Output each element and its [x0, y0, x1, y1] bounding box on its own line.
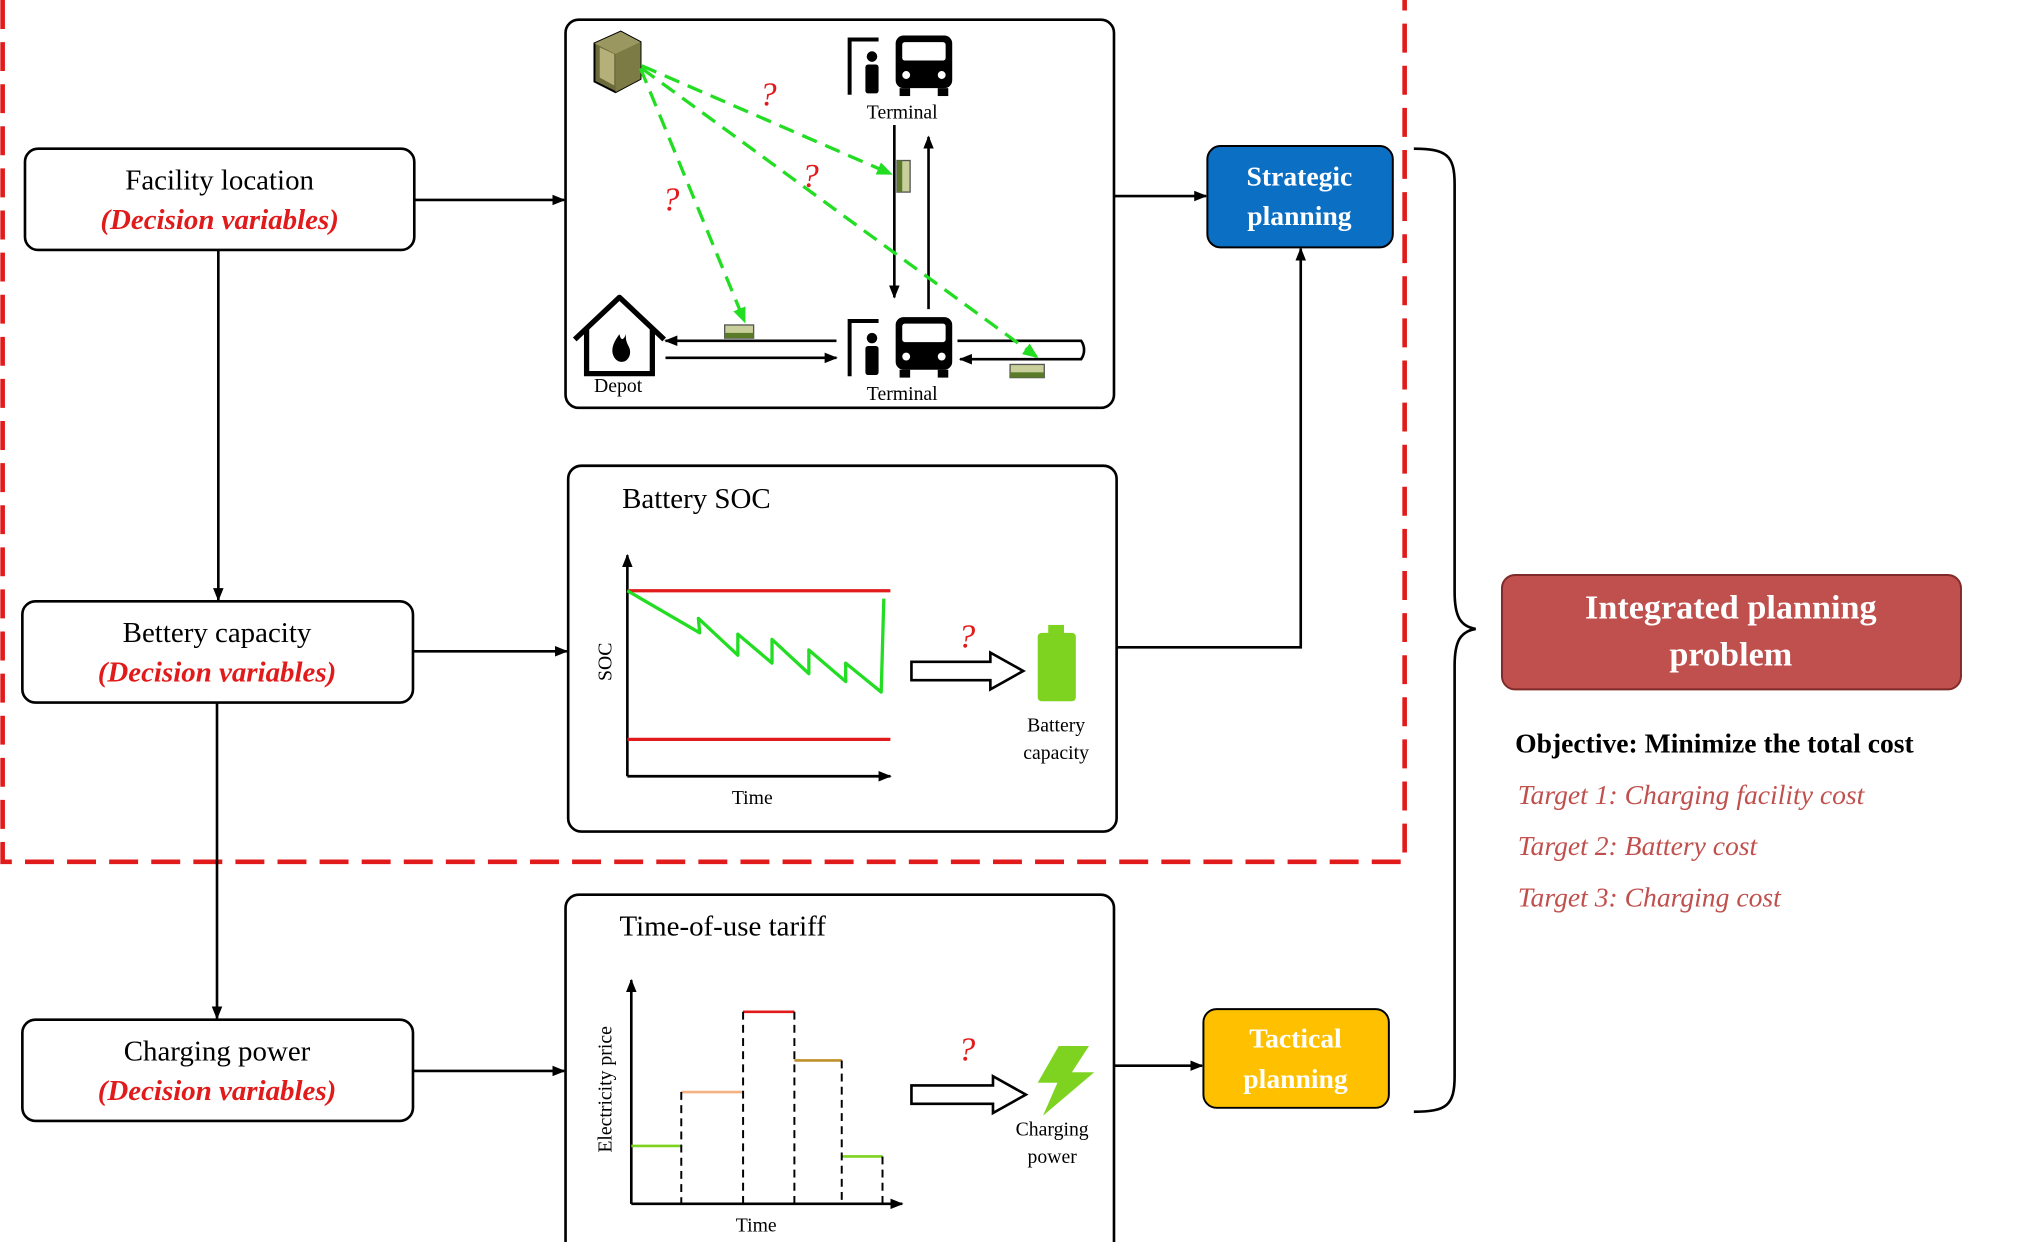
battery-capacity-label-line1: Battery — [1027, 715, 1085, 737]
arrow-soc-to-strategic — [1116, 247, 1307, 649]
integrated-label-line2: problem — [1669, 637, 1792, 674]
target-item: Target 1: Charging facility cost — [1518, 779, 1866, 810]
terminal-bottom-icon — [847, 317, 953, 378]
question-mark: ? — [958, 618, 975, 655]
terminal-bottom-label: Terminal — [867, 383, 938, 405]
question-mark: ? — [802, 158, 819, 195]
target-item: Target 3: Charging cost — [1518, 881, 1782, 912]
tariff-panel: Time-of-use tariff Electricity price Tim… — [564, 893, 1116, 1242]
tariff-x-axis-label: Time — [736, 1214, 777, 1236]
tariff-y-axis-label: Electricity price — [595, 1026, 617, 1153]
depot-icon — [572, 294, 666, 377]
charging-facility-supply-icon — [593, 30, 642, 94]
battery-capacity-box: Bettery capacity (Decision variables) — [21, 599, 415, 704]
tactical-label-line1: Tactical — [1249, 1022, 1342, 1053]
route-loop — [957, 339, 1086, 365]
terminal-top-icon — [847, 35, 953, 97]
charging-power-label-line1: Charging — [1016, 1118, 1089, 1140]
candidate-link-terminal — [641, 64, 893, 176]
charging-power-subtitle: (Decision variables) — [98, 1075, 337, 1107]
depot-label: Depot — [594, 375, 643, 397]
integrated-label-line1: Integrated planning — [1585, 589, 1877, 626]
objective-heading: Objective: Minimize the total cost — [1515, 728, 1914, 759]
question-mark: ? — [662, 182, 679, 219]
facility-location-box: Facility location (Decision variables) — [23, 147, 416, 252]
battery-icon — [1037, 624, 1076, 702]
grouping-brace — [1413, 147, 1476, 1114]
strategic-scope-frame — [0, 0, 1407, 865]
hollow-arrow — [910, 1073, 1029, 1116]
strategic-label-line2: planning — [1247, 200, 1352, 231]
charger-candidate-icon — [896, 159, 911, 193]
charging-power-title: Charging power — [124, 1035, 311, 1067]
tariff-panel-title: Time-of-use tariff — [619, 910, 826, 942]
charger-candidate-icon — [1009, 363, 1045, 379]
soc-x-axis-label: Time — [732, 787, 773, 809]
battery-capacity-title: Bettery capacity — [123, 617, 312, 649]
target-item: Target 2: Battery cost — [1518, 830, 1759, 861]
tactical-label-line2: planning — [1243, 1063, 1348, 1094]
network-panel: Terminal Terminal Depot — [564, 18, 1116, 410]
terminal-top-label: Terminal — [867, 101, 938, 123]
soc-y-axis-label: SOC — [595, 643, 617, 681]
strategic-label-line1: Strategic — [1247, 161, 1353, 192]
charger-candidate-icon — [724, 324, 755, 339]
candidate-link-depot — [638, 67, 746, 324]
strategic-planning-box: Strategic planning — [1206, 145, 1394, 249]
question-mark: ? — [760, 76, 777, 113]
charging-power-box: Charging power (Decision variables) — [21, 1018, 415, 1123]
soc-curve — [626, 589, 886, 694]
tactical-planning-box: Tactical planning — [1202, 1008, 1390, 1109]
charging-power-label-line2: power — [1028, 1146, 1078, 1168]
candidate-link-loop — [640, 67, 1039, 359]
hollow-arrow — [910, 650, 1026, 692]
question-mark: ? — [958, 1031, 975, 1068]
lightning-icon — [1037, 1045, 1095, 1116]
tariff-dividers — [680, 1011, 884, 1204]
battery-capacity-subtitle: (Decision variables) — [98, 657, 337, 689]
integrated-planning-box: Integrated planning problem — [1500, 573, 1962, 691]
soc-panel-title: Battery SOC — [622, 483, 771, 515]
soc-panel: Battery SOC SOC Time ? Battery capacity — [566, 464, 1118, 833]
facility-location-subtitle: (Decision variables) — [100, 204, 339, 236]
battery-capacity-label-line2: capacity — [1023, 742, 1089, 764]
facility-location-title: Facility location — [125, 164, 314, 196]
